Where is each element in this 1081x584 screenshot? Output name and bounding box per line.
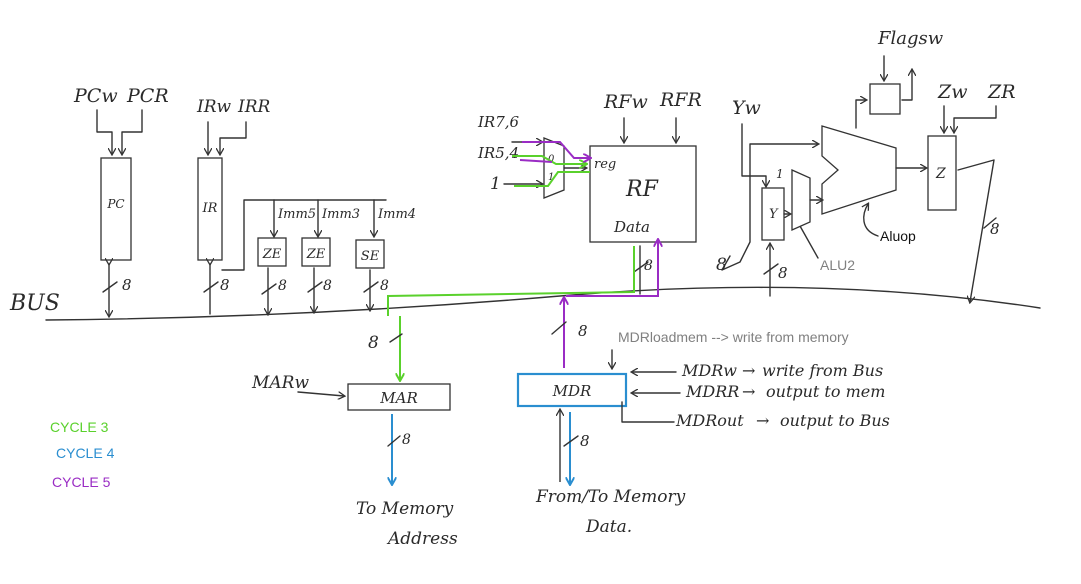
y-write-signal: Yw: [732, 97, 761, 119]
legend-cycle3: CYCLE 3: [50, 419, 109, 435]
mar-output-width: 8: [402, 432, 411, 448]
rf-data-port: Data: [613, 218, 650, 236]
z-read-signal: ZR: [987, 81, 1016, 103]
rf-mux-input-1: 1: [548, 172, 554, 183]
rf-source-ir76: IR7,6: [477, 113, 520, 131]
imm4-extender-label: SE: [361, 249, 380, 264]
mdr-register: MDR 8 8 From/To Memory Data. MDRloadmem …: [516, 321, 890, 537]
imm4-width: 8: [380, 278, 389, 294]
z-write-signal: Zw: [937, 81, 967, 103]
alu2-mux-input: 1: [776, 167, 784, 181]
mdr-out-description: output to Bus: [780, 411, 890, 430]
mdr-read-arrow: →: [742, 382, 755, 401]
imm5-width: 8: [278, 278, 287, 294]
bus-to-alu-width: 8: [716, 255, 727, 275]
imm4-field-label: Imm4: [377, 207, 416, 222]
system-bus: BUS: [9, 286, 1041, 321]
cycle3-path: [387, 155, 635, 380]
rf-write-signal: RFw: [603, 91, 648, 113]
ir-label: IR: [202, 201, 218, 216]
mar-label: MAR: [379, 389, 418, 407]
z-register-label: Z: [935, 166, 946, 182]
mdr-destination-data: Data.: [585, 517, 632, 537]
mar-destination: To Memory: [356, 499, 454, 519]
rf-width: 8: [644, 258, 653, 274]
mdr-write-description: write from Bus: [762, 361, 883, 380]
ir-register: IR IRw IRR 8: [196, 97, 387, 315]
alu-op-label: Aluop: [880, 228, 916, 244]
imm5-field-label: Imm5: [277, 207, 316, 222]
register-file: RF Data reg RFw RFR 8: [589, 89, 702, 295]
flags-write-signal: Flagsw: [877, 28, 944, 49]
immediate-extenders: Imm5 ZE 8 Imm3 ZE 8 Imm4 SE 8: [257, 199, 416, 314]
rf-mux-input-0: 0: [548, 154, 555, 165]
mar-register: MAR MARw 8 8 To Memory Address: [251, 333, 458, 549]
imm5-extender-label: ZE: [262, 247, 282, 262]
imm3-width: 8: [323, 278, 332, 294]
rf-reg-port: reg: [594, 157, 616, 172]
imm4-extender: Imm4 SE 8: [355, 199, 416, 310]
imm3-extender-label: ZE: [306, 247, 326, 262]
imm3-field-label: Imm3: [321, 207, 360, 222]
pc-write-signal: PCw: [73, 85, 118, 107]
cycle-legend: CYCLE 3 CYCLE 4 CYCLE 5: [50, 419, 115, 490]
y-register-label: Y: [769, 207, 779, 222]
imm5-extender: Imm5 ZE 8: [257, 199, 316, 314]
alu-section: Aluop ALU2 1 Y Yw 8 8 Flagsw Z Zw ZR: [716, 28, 1016, 302]
pc-label: PC: [106, 197, 124, 211]
mdr-read-description: output to mem: [766, 382, 885, 401]
z-width: 8: [990, 220, 1000, 238]
pc-read-signal: PCR: [126, 85, 169, 107]
mdr-out-arrow: →: [756, 411, 769, 430]
alu2-label: ALU2: [820, 257, 855, 273]
legend-cycle4: CYCLE 4: [56, 445, 115, 461]
rf-label: RF: [625, 177, 659, 202]
ir-read-signal: IRR: [237, 97, 271, 117]
legend-cycle5: CYCLE 5: [52, 474, 111, 490]
y-width: 8: [778, 264, 788, 282]
mdr-out-signal: MDRout: [675, 411, 744, 430]
mar-input-width: 8: [368, 333, 379, 353]
pc-register: PC PCw PCR 8: [73, 85, 169, 316]
cycle5-path: [519, 141, 658, 368]
mdr-memory-width: 8: [580, 432, 590, 450]
mdr-write-signal: MDRw: [681, 361, 737, 380]
mar-destination-address: Address: [386, 529, 458, 549]
ir-width: 8: [220, 276, 230, 294]
mdr-write-arrow: →: [742, 361, 755, 380]
mdr-read-signal: MDRR: [685, 382, 739, 401]
pc-width: 8: [122, 276, 132, 294]
mdr-loadmem-note: MDRloadmem --> write from memory: [618, 329, 849, 345]
mdr-label: MDR: [552, 382, 592, 400]
mar-write-signal: MARw: [251, 373, 309, 393]
mdr-destination: From/To Memory: [535, 487, 686, 507]
rf-source-ir54: IR5,4: [477, 144, 519, 162]
rf-source-const: 1: [490, 174, 501, 194]
ir-write-signal: IRw: [196, 97, 232, 117]
imm3-extender: Imm3 ZE 8: [301, 199, 360, 312]
bus-label: BUS: [9, 291, 60, 316]
mdr-bus-width: 8: [578, 322, 588, 340]
rf-read-signal: RFR: [659, 89, 702, 111]
